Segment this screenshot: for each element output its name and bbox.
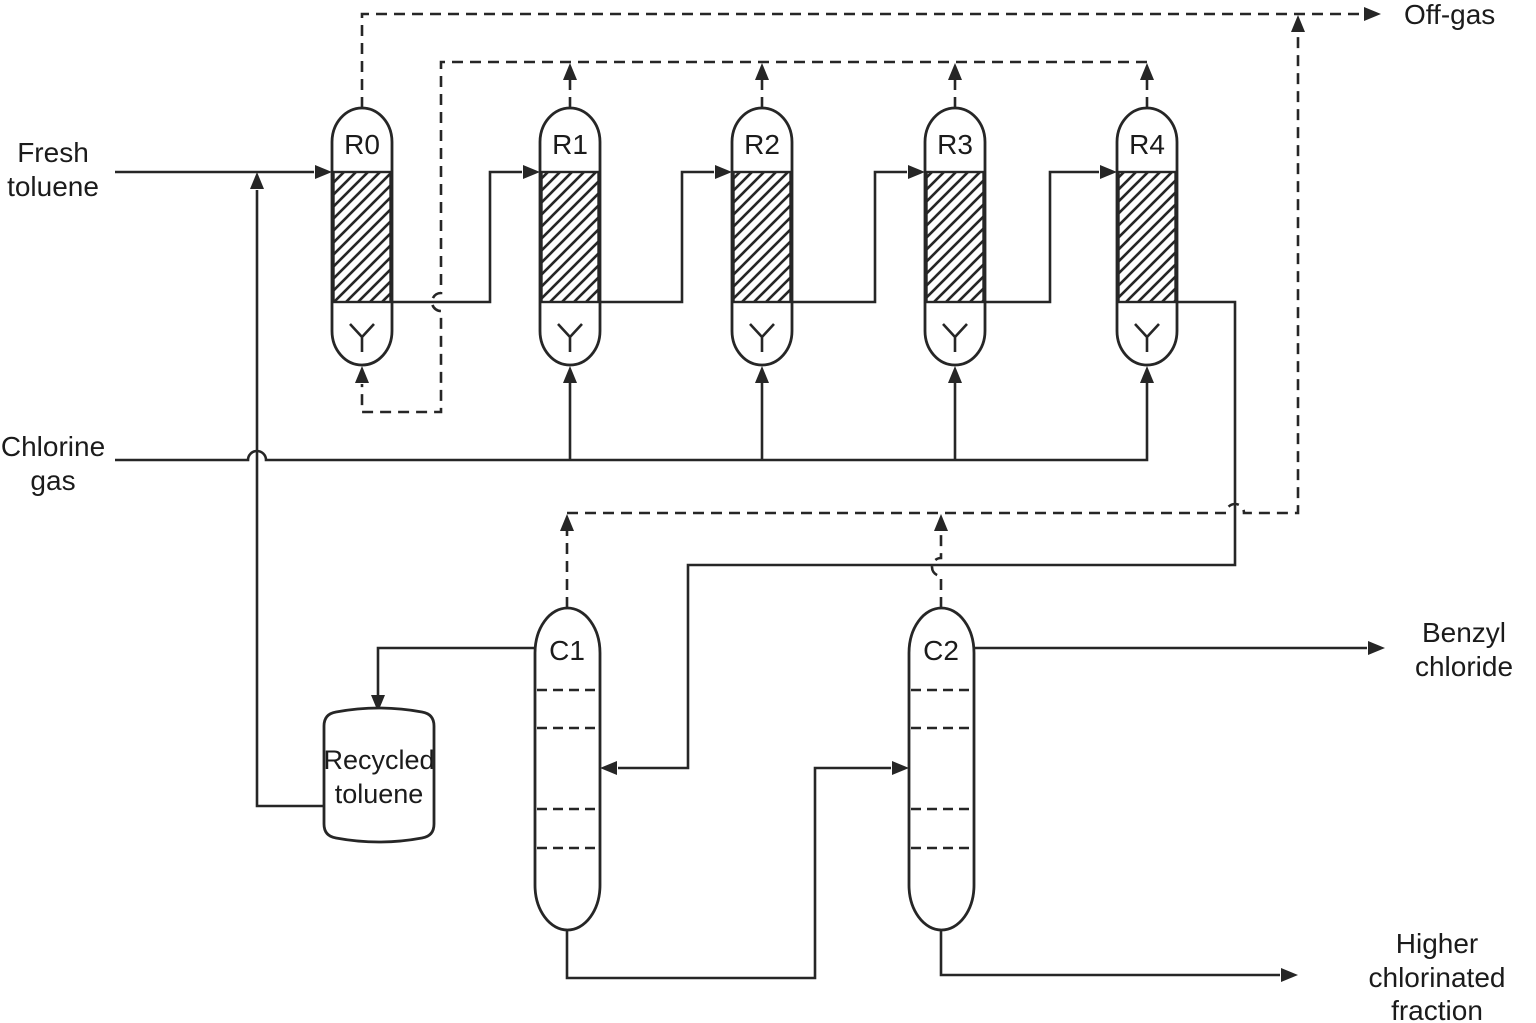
arrow-vent-c1-icon (560, 514, 574, 531)
arrow-into-c1-icon (600, 761, 617, 775)
column-vent-header (567, 31, 1300, 515)
column-c2: C2 (907, 606, 976, 932)
reactor-r1-label: R1 (552, 129, 588, 160)
higher-chlorinated-label-line2: chlorinated (1369, 962, 1506, 993)
reactor-r2-packing (732, 170, 792, 304)
higher-chlorinated-label-line1: Higher (1396, 928, 1478, 959)
arrow-into-tank-icon (371, 695, 385, 712)
offgas-label: Off-gas (1404, 0, 1495, 30)
reactor-r2-label: R2 (744, 129, 780, 160)
arrow-chlorine-r3-icon (948, 366, 962, 383)
reactor-r3-packing (925, 170, 985, 304)
reactor-r0-label: R0 (344, 129, 380, 160)
reactor-r2: R2 (730, 106, 794, 367)
c1-bottoms-to-c2 (565, 761, 909, 980)
arrow-vent-r4-icon (1140, 63, 1154, 80)
column-c1-label: C1 (549, 635, 585, 666)
arrow-vent-r1-icon (563, 63, 577, 80)
arrow-into-r3-icon (908, 165, 925, 179)
chlorine-gas-label-line1: Chlorine (1, 431, 105, 462)
arrow-offgas-outlet-icon (1364, 7, 1381, 21)
line-r1-to-r2 (600, 170, 714, 304)
reactor-r1-sparger-icon (557, 323, 583, 352)
offgas-system: Off-gas (355, 0, 1495, 608)
offgas-outer-header (360, 12, 1363, 108)
vent-riser-c2 (930, 530, 943, 608)
line-c1-bottoms-to-c2 (565, 766, 891, 980)
stream-chlorine-gas: Chlorine gas (1, 366, 1154, 496)
arrow-chlorine-r2-icon (755, 366, 769, 383)
reactor-r0: R0 (330, 106, 394, 367)
arrow-into-r0-icon (315, 165, 332, 179)
line-c1-to-tank (376, 646, 535, 696)
arrow-into-r4-icon (1100, 165, 1117, 179)
line-r3-to-r4 (985, 170, 1099, 304)
reactor-r4-label: R4 (1129, 129, 1165, 160)
tank-label-line2: toluene (335, 779, 424, 809)
arrow-vent-r2-icon (755, 63, 769, 80)
reactor-r0-sparger-icon (349, 323, 375, 352)
higher-chlorinated-line (939, 930, 1280, 977)
offgas-inner-header-recycle-to-r0 (360, 60, 1147, 414)
arrow-vent-r3-icon (948, 63, 962, 80)
arrow-recycle-join-feed-icon (250, 172, 264, 189)
fresh-toluene-label-line2: toluene (7, 171, 99, 202)
reactor-r3-sparger-icon (942, 323, 968, 352)
line-r4-to-c1 (618, 300, 1237, 770)
arrow-into-r2-icon (715, 165, 732, 179)
line-r0-to-r1 (392, 170, 522, 304)
higher-chlorinated-label-line3: fraction (1391, 995, 1483, 1023)
benzyl-chloride-label-line2: chloride (1415, 651, 1513, 682)
arrow-gas-into-r0-icon (355, 366, 369, 383)
chlorine-main-line (115, 383, 1149, 462)
stream-higher-chlorinated: Higher chlorinated fraction (939, 928, 1506, 1023)
reactor-r4-sparger-icon (1134, 323, 1160, 352)
reactor-r2-sparger-icon (749, 323, 775, 352)
fresh-toluene-label-line1: Fresh (17, 137, 89, 168)
reactor-r1: R1 (538, 106, 602, 367)
reactor-r1-packing (540, 170, 600, 304)
reactor-r4-packing (1117, 170, 1177, 304)
arrow-higher-chlorinated-icon (1281, 968, 1298, 982)
reactor-r0-packing (332, 170, 392, 304)
arrow-chlorine-r1-icon (563, 366, 577, 383)
column-c1: C1 (533, 606, 602, 932)
arrow-chlorine-r4-icon (1140, 366, 1154, 383)
tank-label-line1: Recycled (323, 745, 434, 775)
column-c2-label: C2 (923, 635, 959, 666)
arrow-into-c2-icon (892, 761, 909, 775)
reactor-r3-label: R3 (937, 129, 973, 160)
stream-fresh-toluene: Fresh toluene (7, 137, 332, 202)
stream-benzyl-chloride: Benzyl chloride (974, 617, 1513, 682)
benzyl-chloride-label-line1: Benzyl (1422, 617, 1506, 648)
arrow-vent-join-offgas-icon (1291, 15, 1305, 32)
chlorine-gas-label-line2: gas (30, 465, 75, 496)
reactor-r3: R3 (923, 106, 987, 367)
line-tank-to-feed (255, 190, 324, 808)
arrow-benzyl-chloride-icon (1368, 641, 1385, 655)
reactor-liquid-lines (392, 165, 1237, 775)
recycle-loop: Recycled toluene (250, 172, 535, 844)
arrow-vent-c2-icon (934, 514, 948, 531)
line-r2-to-r3 (792, 170, 907, 304)
reactor-r4: R4 (1115, 106, 1179, 367)
recycled-toluene-tank (322, 706, 436, 844)
arrow-into-r1-icon (523, 165, 540, 179)
